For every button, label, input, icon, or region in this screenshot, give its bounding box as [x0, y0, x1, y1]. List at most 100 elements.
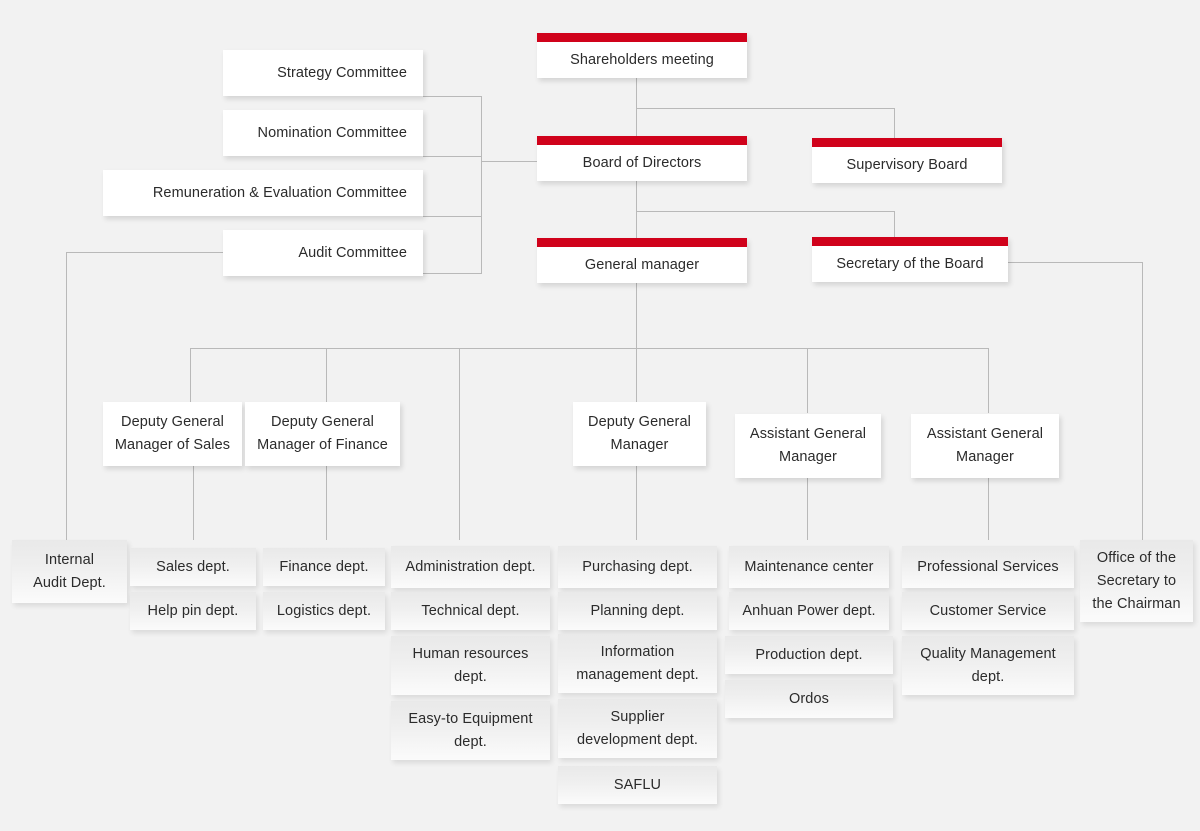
node-label-line1: Deputy General — [271, 414, 374, 430]
connector-board-to-secretary — [636, 211, 895, 212]
node-label: Production dept. — [755, 646, 863, 663]
node-deputy-general-manager-of-finance[interactable]: Deputy General Manager of Finance — [245, 402, 400, 466]
node-ordos[interactable]: Ordos — [725, 680, 893, 718]
node-label-line2: Manager of Sales — [114, 437, 231, 453]
node-label: Supervisory Board — [846, 156, 968, 173]
connector-assistant2-to-dept — [988, 478, 989, 540]
connector-drop-deputy-finance — [326, 348, 327, 402]
node-strategy-committee[interactable]: Strategy Committee — [223, 50, 423, 96]
node-label: Anhuan Power dept. — [742, 602, 876, 619]
node-label: Logistics dept. — [276, 602, 372, 619]
node-saflu[interactable]: SAFLU — [558, 766, 717, 804]
connector-drop-assistant-2 — [988, 348, 989, 413]
node-board-of-directors[interactable]: Board of Directors — [537, 136, 747, 181]
node-label: Strategy Committee — [277, 64, 407, 81]
node-label-line1: Office of the — [1096, 549, 1177, 566]
node-deputy-general-manager[interactable]: Deputy General Manager — [573, 402, 706, 466]
node-purchasing-dept[interactable]: Purchasing dept. — [558, 546, 717, 588]
connector-committee-2 — [423, 156, 482, 157]
node-label: Administration dept. — [405, 558, 536, 575]
connector-finance-to-dept — [326, 466, 327, 540]
node-label-line1: Assistant General — [926, 426, 1044, 442]
node-internal-audit-dept[interactable]: Internal Audit Dept. — [12, 540, 127, 603]
node-label: Finance dept. — [279, 558, 369, 575]
node-label-line2: Secretary to — [1096, 572, 1177, 589]
connector-assistant1-to-dept — [807, 478, 808, 540]
node-supervisory-board[interactable]: Supervisory Board — [812, 138, 1002, 183]
node-easy-to-equipment-dept[interactable]: Easy-to Equipment dept. — [391, 701, 550, 760]
connector-internal-audit-spine — [66, 252, 67, 540]
connector-committee-3 — [423, 216, 482, 217]
node-human-resources-dept[interactable]: Human resources dept. — [391, 636, 550, 695]
node-label-line1: Supplier — [610, 708, 665, 725]
node-label-line1: Easy-to Equipment — [408, 710, 533, 727]
connector-drop-assistant-1 — [807, 348, 808, 413]
node-label: Shareholders meeting — [570, 51, 714, 68]
node-deputy-general-manager-of-sales[interactable]: Deputy General Manager of Sales — [103, 402, 242, 466]
node-label-line2: dept. — [454, 733, 487, 750]
connector-deputygm-to-dept — [636, 466, 637, 540]
node-label: SAFLU — [613, 776, 662, 793]
node-secretary-of-the-board[interactable]: Secretary of the Board — [812, 237, 1008, 282]
node-label-line1: Deputy General — [588, 414, 691, 430]
node-administration-dept[interactable]: Administration dept. — [391, 546, 550, 588]
node-label-line2: Manager — [956, 449, 1014, 465]
connector-sales-to-dept — [193, 466, 194, 540]
node-label: Audit Committee — [298, 244, 407, 261]
node-label-line1: Information — [600, 643, 675, 660]
connector-shareholders-down — [636, 78, 637, 141]
node-audit-committee[interactable]: Audit Committee — [223, 230, 423, 276]
connector-committee-4 — [423, 273, 482, 274]
node-label: Board of Directors — [582, 154, 702, 171]
node-sales-dept[interactable]: Sales dept. — [130, 548, 256, 586]
node-label: Maintenance center — [744, 558, 874, 575]
node-professional-services[interactable]: Professional Services — [902, 546, 1074, 588]
node-label-line2: Manager of Finance — [257, 437, 388, 453]
connector-shareholders-to-supervisory — [636, 108, 895, 109]
node-planning-dept[interactable]: Planning dept. — [558, 592, 717, 630]
node-label: Customer Service — [929, 602, 1047, 619]
node-label-line2: Manager — [610, 437, 669, 453]
node-anhuan-power-dept[interactable]: Anhuan Power dept. — [729, 592, 889, 630]
node-logistics-dept[interactable]: Logistics dept. — [263, 592, 385, 630]
node-production-dept[interactable]: Production dept. — [725, 636, 893, 674]
node-label: Planning dept. — [590, 602, 685, 619]
node-label: General manager — [584, 256, 700, 273]
node-technical-dept[interactable]: Technical dept. — [391, 592, 550, 630]
node-label: Help pin dept. — [147, 602, 239, 619]
connector-chairman-office-spine — [1142, 262, 1143, 540]
node-supplier-development-dept[interactable]: Supplier development dept. — [558, 699, 717, 758]
node-general-manager[interactable]: General manager — [537, 238, 747, 283]
connector-drop-deputy-sales — [190, 348, 191, 402]
node-label-line1: Assistant General — [749, 426, 867, 442]
connector-committees-to-board — [481, 161, 540, 162]
connector-drop-admin-col — [459, 348, 460, 540]
node-label-line3: the Chairman — [1092, 595, 1181, 612]
node-finance-dept[interactable]: Finance dept. — [263, 548, 385, 586]
connector-gm-down — [636, 283, 637, 348]
node-label: Remuneration & Evaluation Committee — [152, 184, 407, 201]
node-help-pin-dept[interactable]: Help pin dept. — [130, 592, 256, 630]
node-customer-service[interactable]: Customer Service — [902, 592, 1074, 630]
node-label: Secretary of the Board — [836, 255, 984, 272]
node-label-line2: development dept. — [576, 731, 698, 748]
node-label: Ordos — [789, 690, 829, 707]
node-assistant-general-manager-1[interactable]: Assistant General Manager — [735, 414, 881, 478]
node-label-line1: Human resources — [412, 645, 529, 662]
node-label: Nomination Committee — [257, 124, 407, 141]
connector-secretary-to-chairman-office — [1008, 262, 1142, 263]
node-assistant-general-manager-2[interactable]: Assistant General Manager — [911, 414, 1059, 478]
node-office-of-secretary-to-chairman[interactable]: Office of the Secretary to the Chairman — [1080, 540, 1193, 622]
connector-manager-distribution-bar — [190, 348, 989, 349]
connector-secretary-down — [894, 211, 895, 245]
node-quality-management-dept[interactable]: Quality Management dept. — [902, 636, 1074, 695]
node-shareholders-meeting[interactable]: Shareholders meeting — [537, 33, 747, 78]
node-nomination-committee[interactable]: Nomination Committee — [223, 110, 423, 156]
connector-committee-spine — [481, 96, 482, 273]
node-maintenance-center[interactable]: Maintenance center — [729, 546, 889, 588]
node-information-management-dept[interactable]: Information management dept. — [558, 634, 717, 693]
node-label-line1: Deputy General — [121, 414, 224, 430]
node-label: Sales dept. — [156, 558, 230, 575]
node-label: Technical dept. — [421, 602, 520, 619]
node-remuneration-evaluation-committee[interactable]: Remuneration & Evaluation Committee — [103, 170, 423, 216]
